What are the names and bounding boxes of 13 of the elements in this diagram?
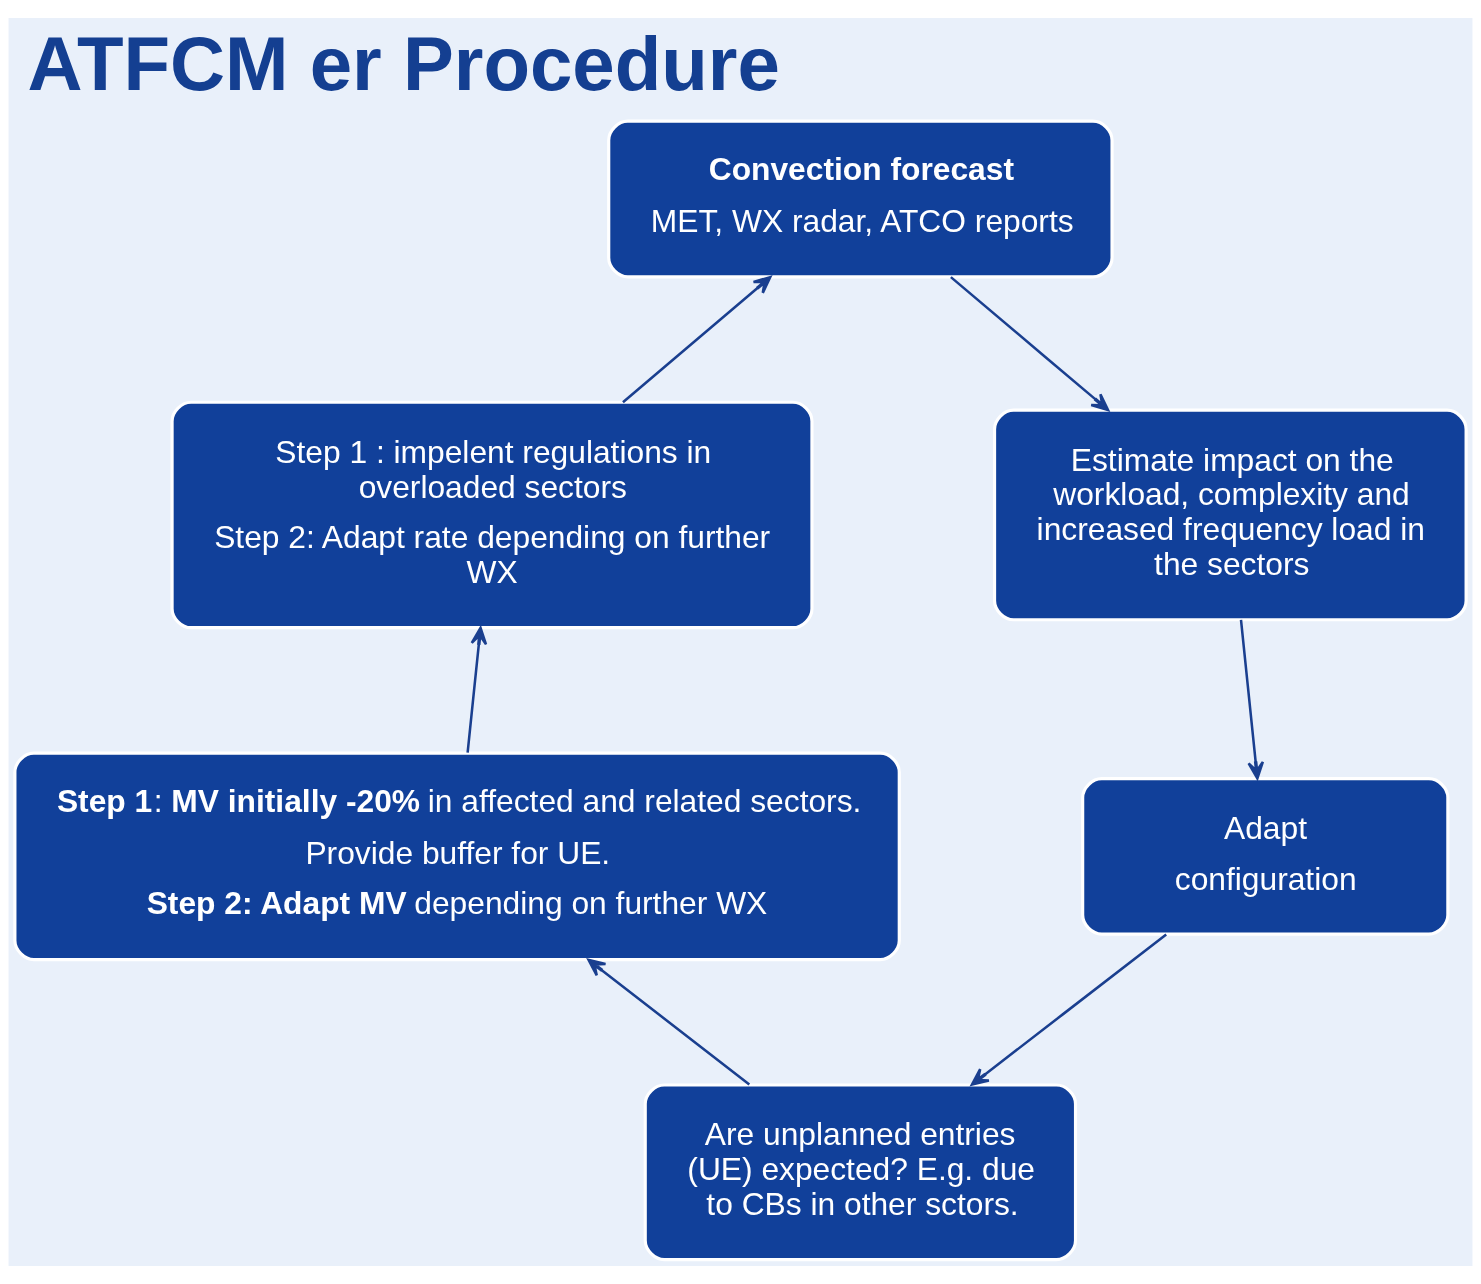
arrow	[466, 626, 488, 753]
arrow	[970, 933, 1167, 1086]
node-box: Step 1 : impelent regulations in overloaded sectors Step 2: Adapt rate depending on further WX	[170, 400, 814, 630]
node-box: Adapt configuration	[1081, 776, 1450, 936]
node-box: Convection forecast MET, WX radar, ATCO reports	[607, 119, 1114, 279]
node-box: Are unplanned entries (UE) expected? E.g. due to CBs in other sctors.	[643, 1083, 1078, 1262]
node-box: Step 1: MV initially -20% in affected and related sectors. Provide buffer for UE. Step 2: Adapt MV depending on further WX	[13, 751, 901, 962]
arrow	[587, 958, 751, 1086]
diagram-title: ATFCM er Procedure	[27, 21, 780, 107]
arrow	[1239, 619, 1265, 780]
arrow	[950, 276, 1110, 412]
node-box: Estimate impact on the workload, complexity and increased frequency load in the sectors	[992, 408, 1468, 622]
arrow	[622, 275, 772, 404]
